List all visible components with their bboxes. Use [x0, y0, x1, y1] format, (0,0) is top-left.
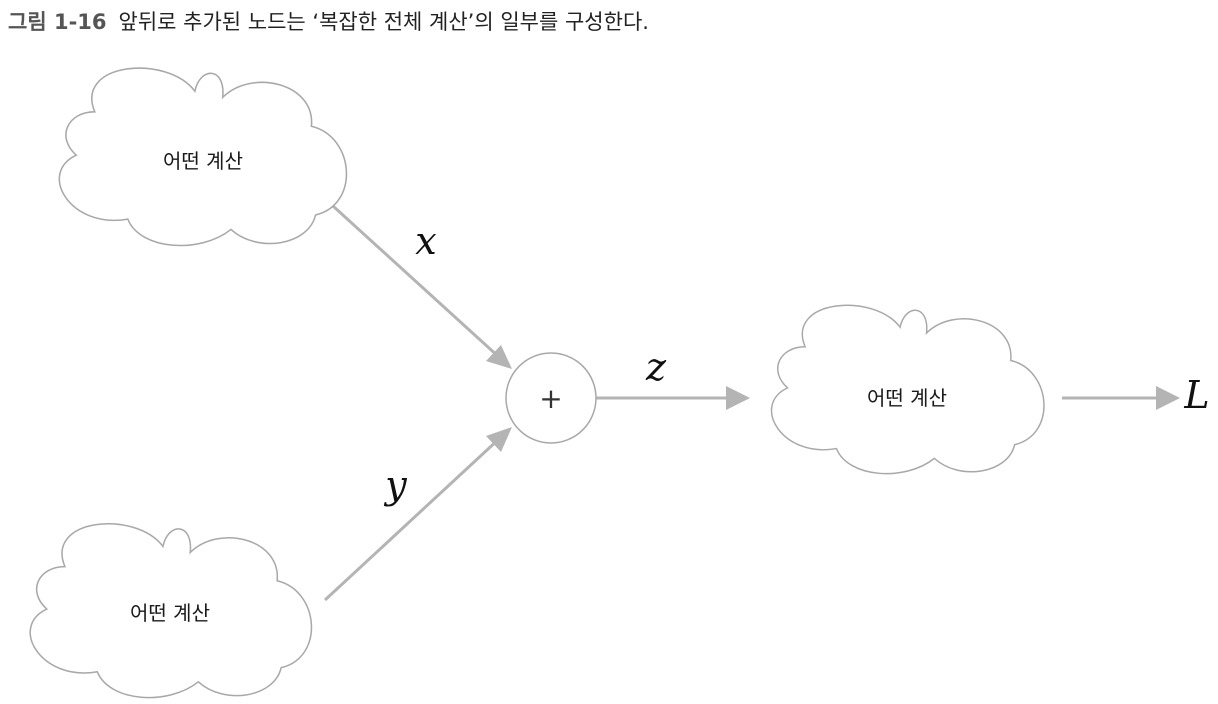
cloud-label: 어떤 계산 [130, 601, 210, 625]
caption-text: 앞뒤로 추가된 노드는 ‘복잡한 전체 계산’의 일부를 구성한다. [118, 10, 649, 34]
edge-x [320, 194, 512, 369]
edge-z [596, 386, 750, 410]
cloud-bottom-left: 어떤 계산 [29, 522, 313, 699]
arrowhead-icon [486, 427, 512, 452]
arrowhead-icon [726, 386, 750, 410]
variable-z: z [645, 345, 667, 389]
variable-x: x [415, 219, 436, 263]
add-node: + [505, 352, 597, 444]
edge-y [323, 427, 512, 602]
cloud-label: 어떤 계산 [163, 149, 243, 173]
cloud-top-left: 어떤 계산 [58, 67, 348, 247]
variable-L: L [1183, 373, 1209, 417]
variable-y: y [383, 463, 407, 507]
cloud-right: 어떤 계산 [770, 304, 1045, 475]
plus-operator: + [539, 382, 562, 415]
figure-caption: 그림 1-16 앞뒤로 추가된 노드는 ‘복잡한 전체 계산’의 일부를 구성한다… [8, 6, 649, 36]
figure-number: 그림 1-16 [8, 10, 107, 34]
cloud-label: 어떤 계산 [867, 386, 947, 410]
edge-L [1062, 386, 1180, 410]
arrowhead-icon [1156, 386, 1180, 410]
arrowhead-icon [486, 345, 512, 369]
